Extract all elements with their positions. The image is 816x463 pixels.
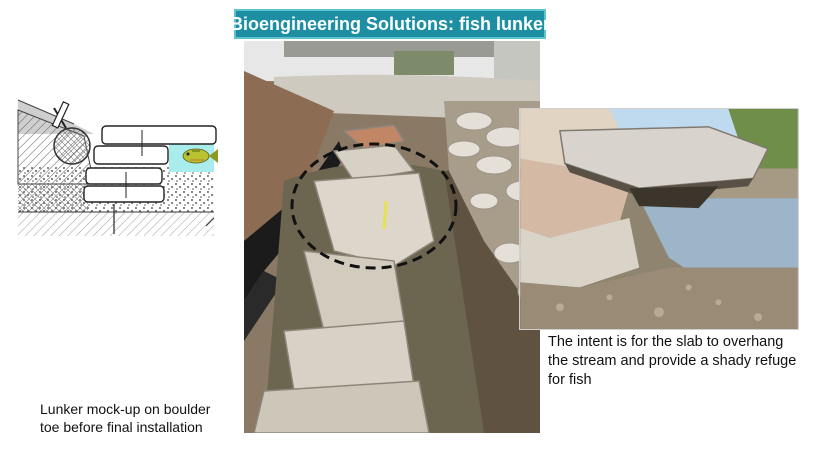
page-title: Bioengineering Solutions: fish lunker <box>229 13 551 34</box>
middle-slab <box>93 145 169 165</box>
overhang-slab <box>559 126 770 190</box>
fish-icon <box>182 148 218 164</box>
caption-overhang-intent: The intent is for the slab to overhang t… <box>548 334 797 388</box>
title-banner: Bioengineering Solutions: fish lunker <box>230 9 550 39</box>
lower-slab <box>85 167 163 185</box>
main-photo-lunker-boulders <box>244 41 540 433</box>
caption-mockup: Lunker mock-up on boulder toe before fin… <box>40 401 211 435</box>
overhang-slab-photo <box>519 108 799 330</box>
base-slab <box>83 185 165 203</box>
subgrade <box>18 212 214 236</box>
lunker-cross-section-diagram <box>17 99 218 236</box>
lunker-highlight-ellipse <box>290 142 458 270</box>
coir-log <box>53 127 91 165</box>
top-slab <box>101 125 217 145</box>
geotextile-fill <box>18 184 88 212</box>
